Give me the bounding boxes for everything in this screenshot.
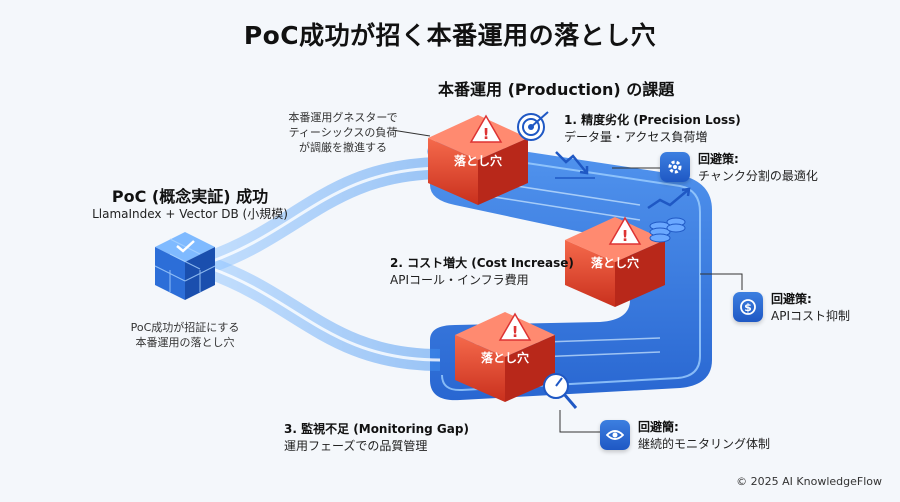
eye-icon xyxy=(600,420,630,450)
connector-lines xyxy=(391,129,743,433)
trend-down-icon xyxy=(555,151,595,179)
solution-1: 回避策: チャンク分割の最適化 xyxy=(660,150,818,184)
svg-text:!: ! xyxy=(512,323,519,341)
solution-2: $ 回避策: APIコスト抑制 xyxy=(733,290,850,324)
gauge-icon xyxy=(543,373,578,409)
poc-subtitle: LlamaIndex + Vector DB (小規模) xyxy=(92,207,288,221)
svg-text:!: ! xyxy=(622,227,629,245)
target-icon xyxy=(517,111,549,141)
issue-2: 2. コスト増大 (Cost Increase) APIコール・インフラ費用 xyxy=(390,256,574,287)
data-flow-beams xyxy=(206,157,441,371)
svg-text:$: $ xyxy=(744,301,752,314)
poc-note: PoC成功が招証にする 本番運用の落とし穴 xyxy=(130,321,240,349)
dollar-icon: $ xyxy=(733,292,763,322)
poc-cube xyxy=(154,232,216,300)
pitfall-label-2: 落とし穴 xyxy=(590,256,639,270)
production-title: 本番運用 (Production) の課題 xyxy=(438,80,675,99)
warning-icon: ! xyxy=(608,216,642,245)
poc-title: PoC (概念実証) 成功 xyxy=(111,187,269,206)
copyright-footer: © 2025 AI KnowledgeFlow xyxy=(736,475,882,488)
warning-icon: ! xyxy=(498,312,532,341)
warning-icon: ! xyxy=(469,114,503,143)
pitfall-label-3: 落とし穴 xyxy=(480,351,529,365)
gear-icon xyxy=(660,152,690,182)
page-title: PoC成功が招く本番運用の落とし穴 xyxy=(243,21,657,50)
coin-stack-icon xyxy=(647,187,691,243)
solution-3: 回避簡: 継続的モニタリング体制 xyxy=(600,418,770,452)
issue-3: 3. 監視不足 (Monitoring Gap) 運用フェーズでの品質管理 xyxy=(284,422,469,453)
issue-1: 1. 精度劣化 (Precision Loss) データ量・アクセス負荷増 xyxy=(564,113,741,144)
svg-text:!: ! xyxy=(483,125,490,143)
pitfall-label-1: 落とし穴 xyxy=(453,154,502,168)
top-note: 本番運用グネスターで ティーシックスの負荷 が調厳を撤進する xyxy=(288,111,398,154)
